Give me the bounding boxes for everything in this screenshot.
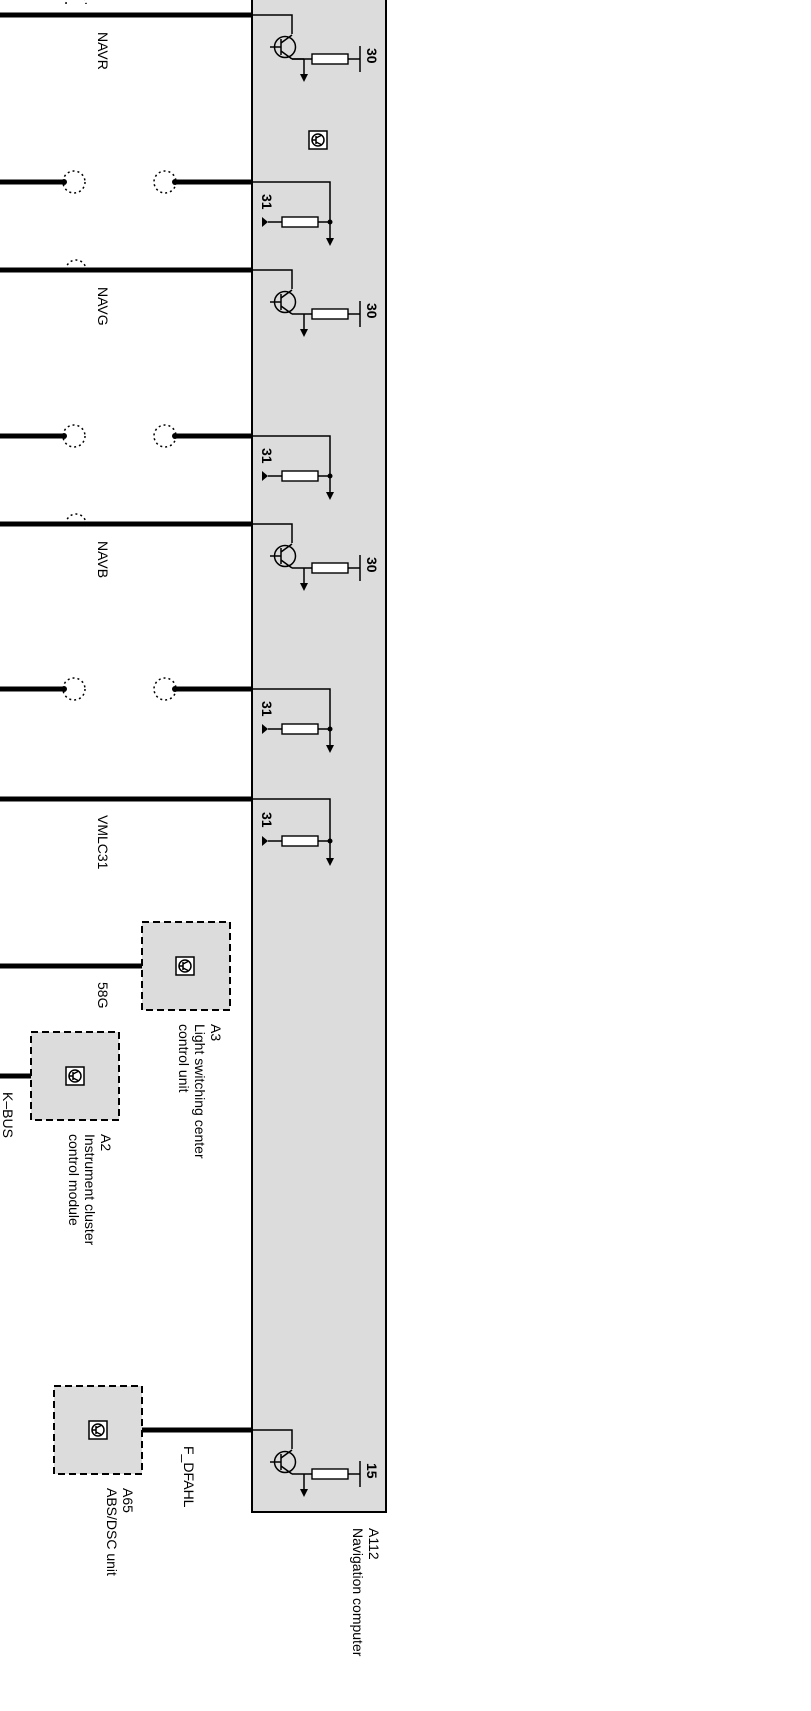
light-switching-center-module — [141, 921, 231, 1011]
terminal-label-31: 31 — [259, 448, 275, 464]
input-stage-vmlc31 — [252, 798, 334, 866]
terminal-label-30: 30 — [364, 303, 380, 319]
instrument-cluster-module — [30, 1031, 120, 1121]
signal-label-vmlc31: VMLC31 — [95, 815, 111, 870]
input-stage-navr-ground — [252, 181, 334, 246]
terminal-label-30: 30 — [364, 557, 380, 573]
module-name-a3-line1: Light switching center — [192, 1024, 208, 1159]
signal-label-f-dfahl: F_DFAHL — [181, 1446, 197, 1508]
module-name-a3-line2: control unit — [176, 1024, 192, 1093]
output-stage-navr — [252, 14, 361, 82]
signal-label-kbus: K–BUS — [0, 1092, 16, 1138]
module-id-a3: A3 — [208, 1024, 224, 1041]
connector-pins — [62, 0, 177, 701]
module-id-a2: A2 — [98, 1134, 114, 1151]
control-unit-icon — [308, 130, 328, 150]
output-stage-navb — [252, 523, 361, 591]
signal-label-58g: 58G — [95, 982, 111, 1008]
terminal-label-15: 15 — [364, 1463, 380, 1479]
input-stage-navb-ground — [252, 688, 334, 753]
signal-label-navg: NAVG — [95, 287, 111, 326]
module-name-a112: Navigation computer — [350, 1528, 366, 1657]
output-stage-f-dfahl — [252, 1429, 361, 1497]
module-name-a65: ABS/DSC unit — [104, 1488, 120, 1576]
module-name-a2-line1: Instrument cluster — [82, 1134, 98, 1246]
signal-label-navb: NAVB — [95, 541, 111, 578]
control-unit-icon — [88, 1420, 108, 1440]
abs-dsc-module — [53, 1385, 143, 1475]
module-id-a65: A65 — [120, 1488, 136, 1513]
control-unit-icon — [175, 956, 195, 976]
connector-pin-dots — [61, 179, 178, 692]
terminal-label-31: 31 — [259, 701, 275, 717]
control-unit-icon — [65, 1066, 85, 1086]
input-stage-navg-ground — [252, 435, 334, 500]
terminal-label-30: 30 — [364, 48, 380, 64]
terminal-label-31: 31 — [259, 812, 275, 828]
navigation-computer-module — [251, 0, 387, 1513]
terminal-label-31: 31 — [259, 194, 275, 210]
module-id-a112: A112 — [366, 1528, 382, 1560]
output-stage-navg — [252, 269, 361, 337]
signal-label-navr: NAVR — [95, 32, 111, 70]
module-name-a2-line2: control module — [66, 1134, 82, 1226]
